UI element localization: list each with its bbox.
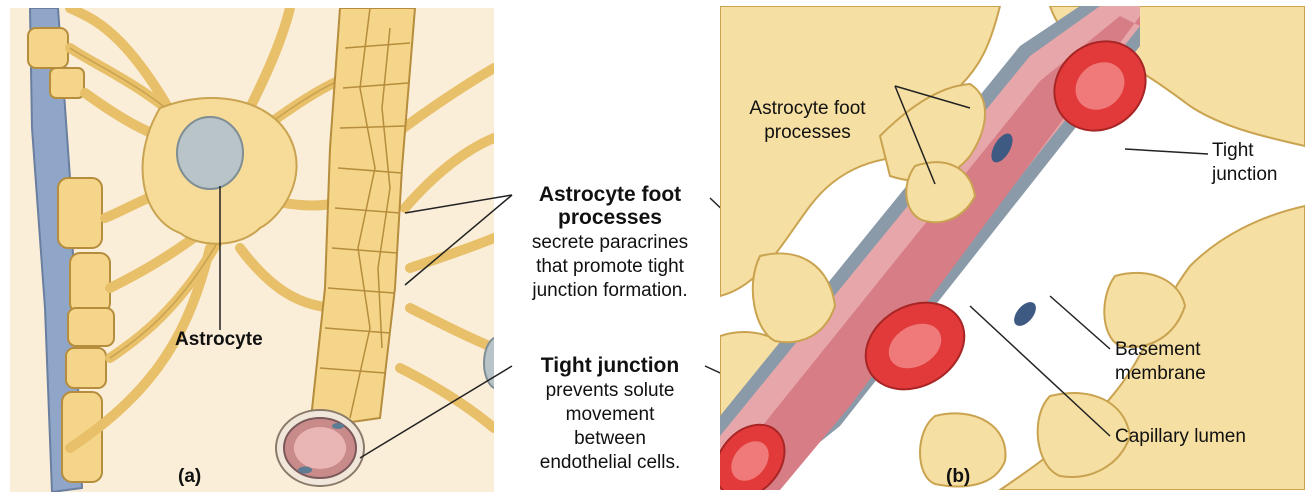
panel-b-illustration [720, 6, 1305, 490]
tight-desc-line-1: prevents solute [505, 380, 715, 402]
panel-b-id-label: (b) [946, 466, 970, 488]
b-foot-label-line-1: Astrocyte foot [720, 98, 895, 120]
b-tight-label-line-1: Tight [1212, 140, 1254, 162]
panel-b: Astrocyte foot processes Tight junction … [720, 6, 1305, 490]
foot-desc-line-1: secrete paracrines [500, 232, 720, 254]
panel-a-illustration [10, 8, 494, 492]
b-basement-label-line-1: Basement [1115, 339, 1201, 361]
astrocyte-label: Astrocyte [175, 329, 263, 351]
foot-processes-title-2: processes [510, 207, 710, 229]
b-lumen-label: Capillary lumen [1115, 426, 1246, 448]
foot-desc-line-2: that promote tight [500, 256, 720, 278]
foot-processes-title: Astrocyte foot [510, 184, 710, 206]
astrocyte-processes [70, 8, 494, 448]
panel-a-id-label: (a) [178, 466, 201, 488]
tight-desc-line-2: movement [505, 404, 715, 426]
foot-desc-line-3: junction formation. [500, 280, 720, 302]
b-basement-label-line-2: membrane [1115, 363, 1206, 385]
b-tight-label-line-2: junction [1212, 164, 1278, 186]
astrocyte-nucleus [177, 117, 243, 189]
tight-desc-line-4: endothelial cells. [505, 452, 715, 474]
endothelial-nucleus-2 [1010, 298, 1040, 330]
panel-a: Astrocyte (a) [10, 8, 494, 492]
tight-desc-line-3: between [505, 428, 715, 450]
tight-junction-title: Tight junction [505, 355, 715, 377]
b-foot-label-line-2: processes [720, 122, 895, 144]
